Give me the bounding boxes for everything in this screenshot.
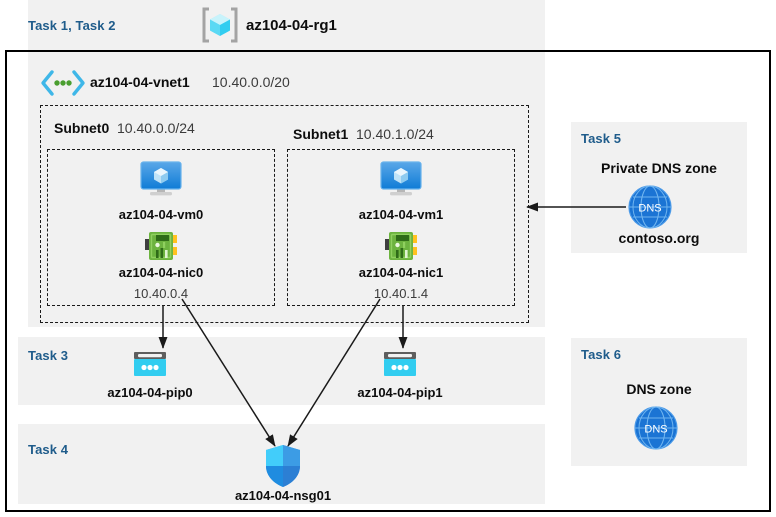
nic1-label: az104-04-nic1 (358, 265, 444, 280)
private-dns-zone-name: contoso.org (618, 230, 700, 246)
vm1-label: az104-04-vm1 (358, 207, 444, 222)
network-interface-icon (384, 230, 418, 262)
nic0-private-ip: 10.40.0.4 (133, 286, 189, 301)
task-label-4: Task 4 (28, 442, 69, 457)
pip0-label: az104-04-pip0 (107, 385, 193, 400)
nic1-private-ip: 10.40.1.4 (373, 286, 429, 301)
task-label-6: Task 6 (581, 347, 622, 362)
resource-group-icon (200, 6, 240, 44)
resource-group-boundary (5, 50, 771, 512)
virtual-machine-icon (138, 159, 184, 201)
dns-zone-icon: DNS (634, 406, 678, 450)
vnet-boundary (40, 105, 529, 323)
pip1-label: az104-04-pip1 (357, 385, 443, 400)
subnet0-boundary (47, 149, 275, 306)
subnet0-cidr: 10.40.0.0/24 (117, 120, 195, 136)
vnet-address-space: 10.40.0.0/20 (212, 74, 290, 90)
subnet1-cidr: 10.40.1.0/24 (356, 126, 434, 142)
resource-group-header-panel (28, 0, 545, 50)
task-label-3: Task 3 (28, 348, 69, 363)
subnet0-name: Subnet0 (54, 120, 110, 136)
public-ip-icon (133, 351, 167, 379)
dns-zone-icon: DNS (628, 185, 672, 229)
vnet-name: az104-04-vnet1 (90, 74, 190, 90)
vnet-panel (28, 52, 545, 327)
resource-group-name: az104-04-rg1 (246, 17, 337, 34)
private-dns-zone-title: Private DNS zone (601, 160, 717, 176)
svg-text:DNS: DNS (644, 424, 667, 436)
task-label-5: Task 5 (581, 131, 622, 146)
task3-panel (18, 337, 545, 405)
network-interface-icon (144, 230, 178, 262)
public-ip-icon (383, 351, 417, 379)
virtual-network-icon (40, 70, 86, 96)
virtual-machine-icon (378, 159, 424, 201)
svg-text:DNS: DNS (638, 203, 661, 215)
subnet1-name: Subnet1 (293, 126, 349, 142)
task-label-1-2: Task 1, Task 2 (28, 18, 116, 33)
vm0-label: az104-04-vm0 (118, 207, 204, 222)
nic0-label: az104-04-nic0 (118, 265, 204, 280)
nsg-label: az104-04-nsg01 (234, 488, 332, 503)
subnet1-boundary (287, 149, 515, 306)
dns-zone-title: DNS zone (626, 381, 692, 397)
network-security-group-icon (264, 444, 302, 488)
